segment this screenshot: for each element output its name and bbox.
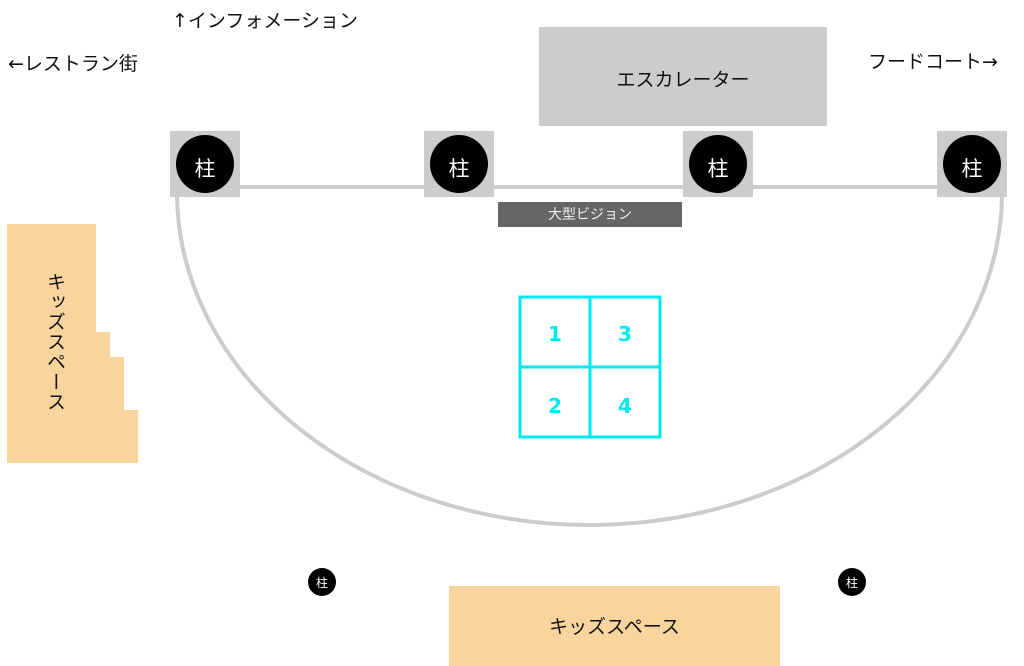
pillar-4 [937, 131, 1007, 197]
event-area-boundary [175, 191, 1004, 527]
kids-space-bottom-label: キッズスペース [549, 616, 680, 638]
kids-space-left-area [7, 224, 138, 463]
direction-information: ↑インフォメーション [172, 10, 358, 32]
small-pillar-left [308, 568, 336, 596]
direction-restaurants: ←レストラン街 [8, 53, 138, 75]
booth-3: 3 [618, 322, 632, 346]
escalator-label: エスカレーター [616, 69, 750, 91]
direction-food-court: フードコート→ [868, 51, 998, 73]
pillar-label: 柱 [448, 157, 470, 181]
pillar-3 [683, 131, 753, 197]
small-pillar-right [838, 568, 866, 596]
booth-grid [518, 295, 662, 439]
pillar-label: 柱 [707, 157, 729, 181]
large-vision-label: 大型ビジョン [548, 207, 632, 223]
pillar-label: 柱 [961, 157, 983, 181]
kids-space-left-label: キッズスペース [44, 272, 66, 412]
booth-1: 1 [548, 322, 562, 346]
booth-2: 2 [548, 394, 562, 418]
pillar-label: 柱 [194, 157, 216, 181]
kids-space-bottom-area [449, 586, 780, 666]
pillar-2 [424, 131, 494, 197]
escalator-area [539, 27, 827, 126]
pillar-1 [170, 131, 240, 197]
booth-4: 4 [618, 394, 632, 418]
pillar-label: 柱 [845, 576, 858, 590]
large-vision-screen [498, 202, 682, 227]
pillar-label: 柱 [315, 576, 328, 590]
